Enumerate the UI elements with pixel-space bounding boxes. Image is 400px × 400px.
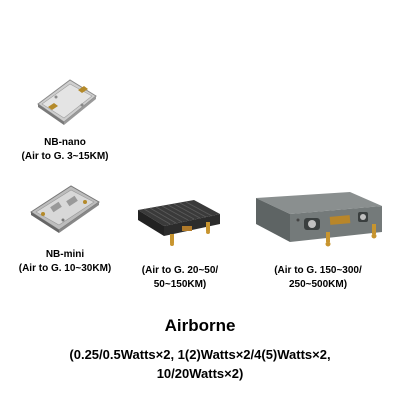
nb-mini-range: (Air to G. 10~30KM) [18, 263, 112, 274]
box-unit-caption: (Air to G. 150~300/ 250~500KM) [256, 264, 380, 292]
power-specs: (0.25/0.5Watts×2, 1(2)Watts×2/4(5)Watts×… [0, 345, 400, 383]
finned-module-image [134, 196, 224, 248]
nb-nano-range: (Air to G. 3~15KM) [21, 151, 109, 162]
nb-nano-name: NB-nano [44, 137, 86, 148]
power-specs-line1: (0.25/0.5Watts×2, 1(2)Watts×2/4(5)Watts×… [69, 347, 331, 362]
nb-nano-caption: NB-nano (Air to G. 3~15KM) [0, 136, 130, 164]
nb-mini-name: NB-mini [45, 249, 85, 260]
finned-module-range-line2: 50~150KM) [153, 279, 207, 290]
power-specs-line2: 10/20Watts×2) [156, 366, 244, 381]
box-unit-image [246, 188, 386, 250]
box-unit-range-line1: (Air to G. 150~300/ [274, 265, 362, 276]
nb-nano-module-image [34, 76, 98, 126]
box-unit-range-line2: 250~500KM) [288, 279, 348, 290]
finned-module-caption: (Air to G. 20~50/ 50~150KM) [128, 264, 232, 292]
finned-module-range-line1: (Air to G. 20~50/ [141, 265, 219, 276]
nb-mini-caption: NB-mini (Air to G. 10~30KM) [0, 248, 130, 276]
airborne-heading: Airborne [164, 316, 236, 335]
nb-mini-module-image [27, 182, 103, 234]
